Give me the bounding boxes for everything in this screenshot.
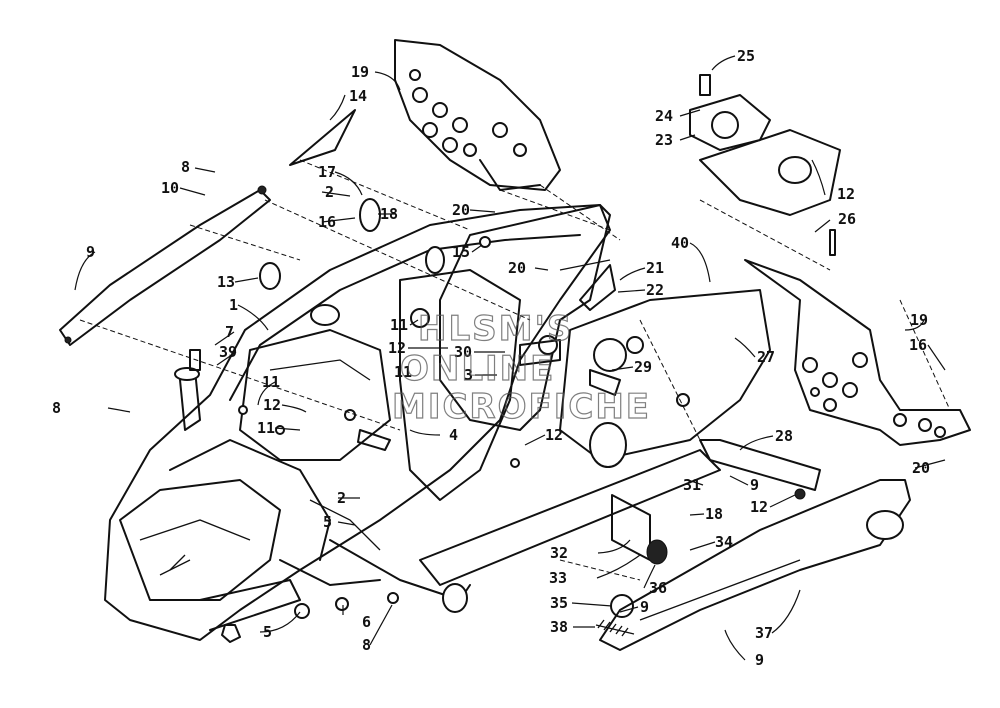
callout-12-c: 12 [263,396,281,414]
callout-7: 7 [225,323,234,341]
callout-20: 20 [452,201,470,219]
callout-10: 10 [161,179,179,197]
callout-8-c: 8 [362,636,371,654]
callout-39: 39 [219,343,237,361]
callout-9: 9 [86,243,95,261]
callout-19: 19 [351,63,369,81]
callout-28: 28 [775,427,793,445]
callout-36: 36 [649,579,667,597]
callout-11-b: 11 [394,363,412,381]
upper-skid-plate [394,39,561,191]
callout-11: 11 [390,316,408,334]
callout-2-b: 2 [337,489,346,507]
upper-right-bracket [689,74,841,216]
callout-4: 4 [449,426,458,444]
callout-35: 35 [550,594,568,612]
center-panel [439,204,771,468]
callout-1: 1 [229,296,238,314]
callout-19-b: 19 [910,311,928,329]
callout-26: 26 [838,210,856,228]
watermark: HLSM'S ONLINE MICROFICHE [391,308,651,427]
callout-13: 13 [217,273,235,291]
watermark-line-1: HLSM'S [418,309,573,349]
callout-32: 32 [550,544,568,562]
callout-20-c: 20 [912,459,930,477]
watermark-line-3: MICROFICHE [392,387,651,427]
callout-22: 22 [646,281,664,299]
callout-25: 25 [737,47,755,65]
callout-9-b: 9 [750,476,759,494]
callout-12-e: 12 [750,498,768,516]
callout-16: 16 [318,213,336,231]
callout-24: 24 [655,107,673,125]
callout-3: 3 [464,366,473,384]
callout-16-b: 16 [909,336,927,354]
callout-12-b: 12 [388,339,406,357]
watermark-line-2: ONLINE [400,349,555,389]
right-skid-plate [744,259,971,446]
callout-20-b: 20 [508,259,526,277]
right-side-panel [599,439,911,651]
callout-12-d: 12 [545,426,563,444]
small-parts [221,109,836,643]
callout-38: 38 [550,618,568,636]
callout-30: 30 [454,343,472,361]
callout-29: 29 [634,358,652,376]
callout-11-c: 11 [262,373,280,391]
callout-23: 23 [655,131,673,149]
callout-18: 18 [380,205,398,223]
front-bumper-bar [59,185,271,346]
callout-11-d: 11 [257,419,275,437]
callout-40: 40 [671,234,689,252]
callout-5: 5 [323,513,332,531]
callout-8-b: 8 [52,399,61,417]
assembly-lines [79,159,951,581]
callout-12: 12 [837,185,855,203]
callout-21: 21 [646,259,664,277]
callout-33: 33 [549,569,567,587]
callout-34: 34 [715,533,733,551]
callout-17: 17 [318,163,336,181]
leader-lines [74,55,946,661]
callout-31: 31 [683,476,701,494]
callout-18-b: 18 [705,505,723,523]
callout-14: 14 [349,87,367,105]
callout-9-d: 9 [755,651,764,669]
callout-27: 27 [757,348,775,366]
callout-15: 15 [452,243,470,261]
callout-labels: 25 19 14 24 23 8 10 17 2 16 18 20 12 26 … [52,47,930,669]
callout-8: 8 [181,158,190,176]
callout-37: 37 [755,624,773,642]
callout-9-c: 9 [640,598,649,616]
callout-6: 6 [362,613,371,631]
callout-2: 2 [325,183,334,201]
callout-5-b: 5 [263,623,272,641]
